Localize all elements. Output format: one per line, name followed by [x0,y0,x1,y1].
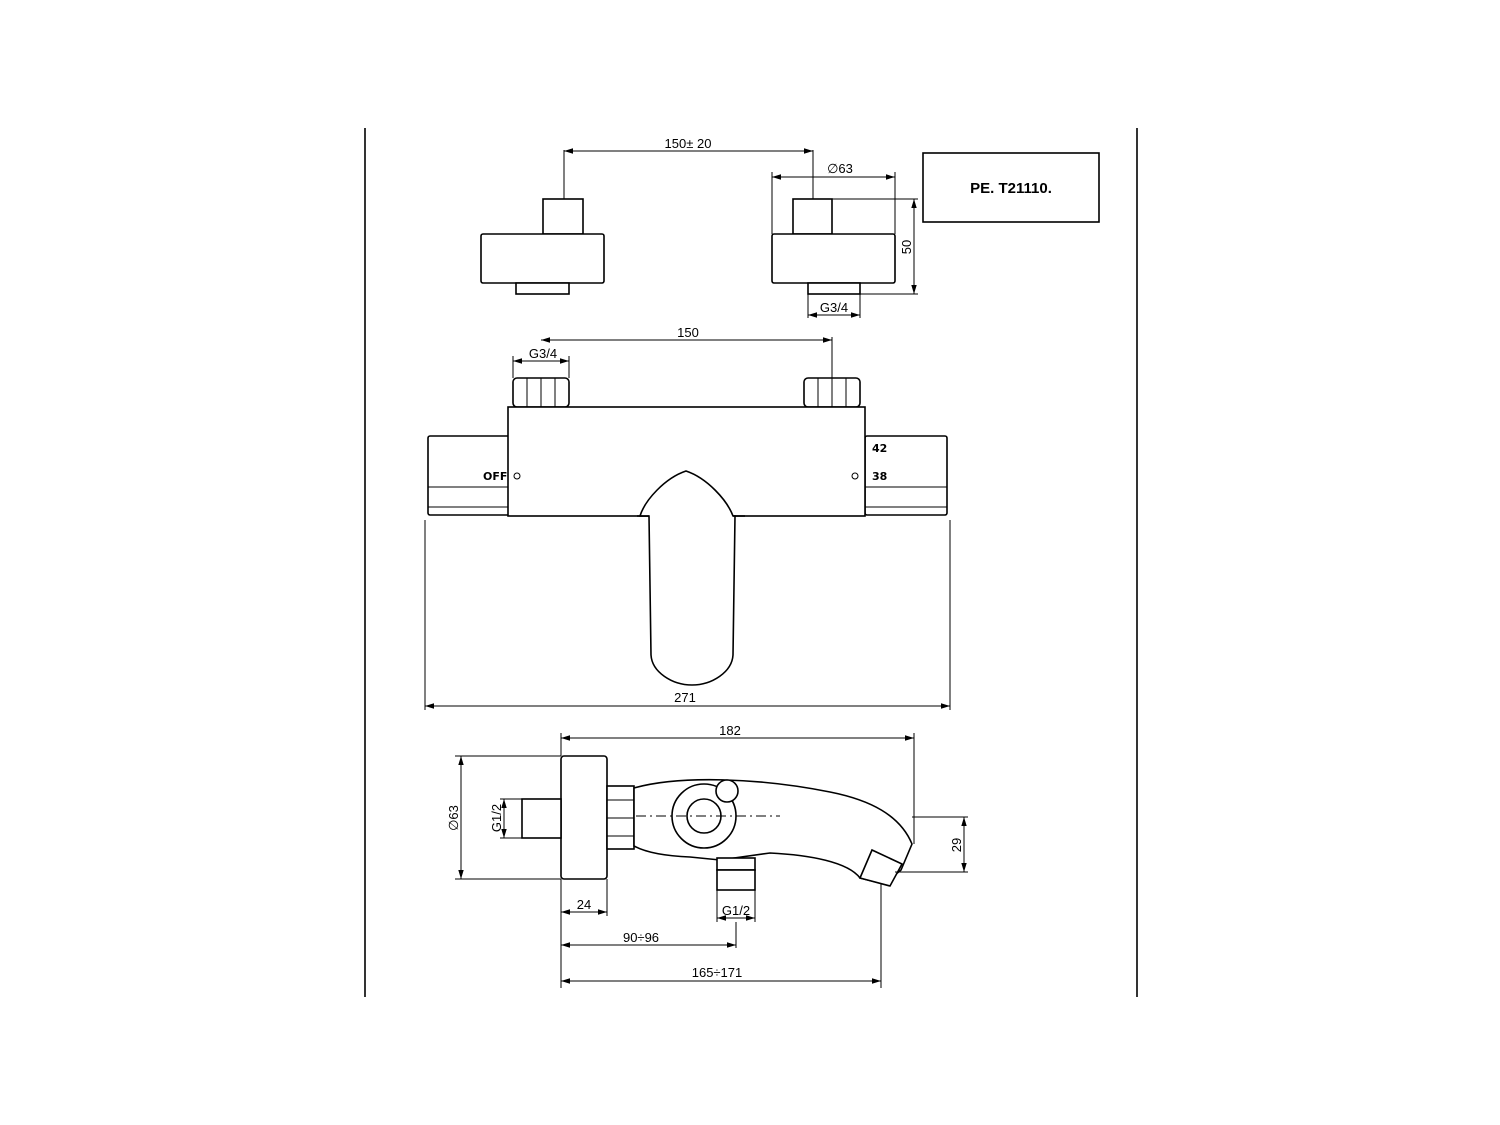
product-code-box: PE. T21110. [922,152,1100,223]
temp-label-38: 38 [872,470,887,483]
right-eccentric-connector [771,150,896,295]
dim-label-24: 24 [577,897,591,912]
dim-label-182: 182 [719,723,741,738]
off-indicator-dot [513,472,521,480]
dim-label-29: 29 [949,838,964,852]
dim-label-150-20: 150± 20 [665,136,712,151]
dim-label-thread-front: G3/4 [529,346,557,361]
temp-label-42: 42 [872,442,887,455]
left-eccentric-connector [480,150,605,295]
dim-label-150: 150 [677,325,699,340]
dim-label-90-96: 90÷96 [623,930,659,945]
left-inlet-nut [512,377,570,408]
top-view: 150± 20 ∅63 50 G3/4 [480,136,918,318]
off-label: OFF [483,470,507,483]
side-diverter-button [715,779,739,803]
dim-label-inlet-thread: G1/2 [489,804,504,832]
front-view: OFF 42 38 G3/4 150 271 [424,325,951,710]
side-outlet-nipple [716,857,756,891]
right-inlet-nut [803,377,861,408]
side-view: 182 ∅63 G1/2 24 G1/2 90÷96 165÷171 [446,723,968,988]
dim-label-271: 271 [674,690,696,705]
dim-label-outlet-thread: G1/2 [722,903,750,918]
side-spout-aerator [858,848,904,887]
side-inlet-nipple [521,798,562,839]
product-code: PE. T21110. [970,180,1052,197]
dim-label-diameter-side: ∅63 [446,805,461,831]
spout-front [638,470,736,686]
dim-label-height-50: 50 [899,240,914,254]
side-wall-flange [560,755,608,880]
dim-label-165-171: 165÷171 [692,965,743,980]
temp-indicator-dot [851,472,859,480]
left-handle-shutoff [427,435,511,516]
side-hex-nut [606,785,635,850]
dim-label-thread-top: G3/4 [820,300,848,315]
dim-label-diameter-top: ∅63 [827,161,853,176]
